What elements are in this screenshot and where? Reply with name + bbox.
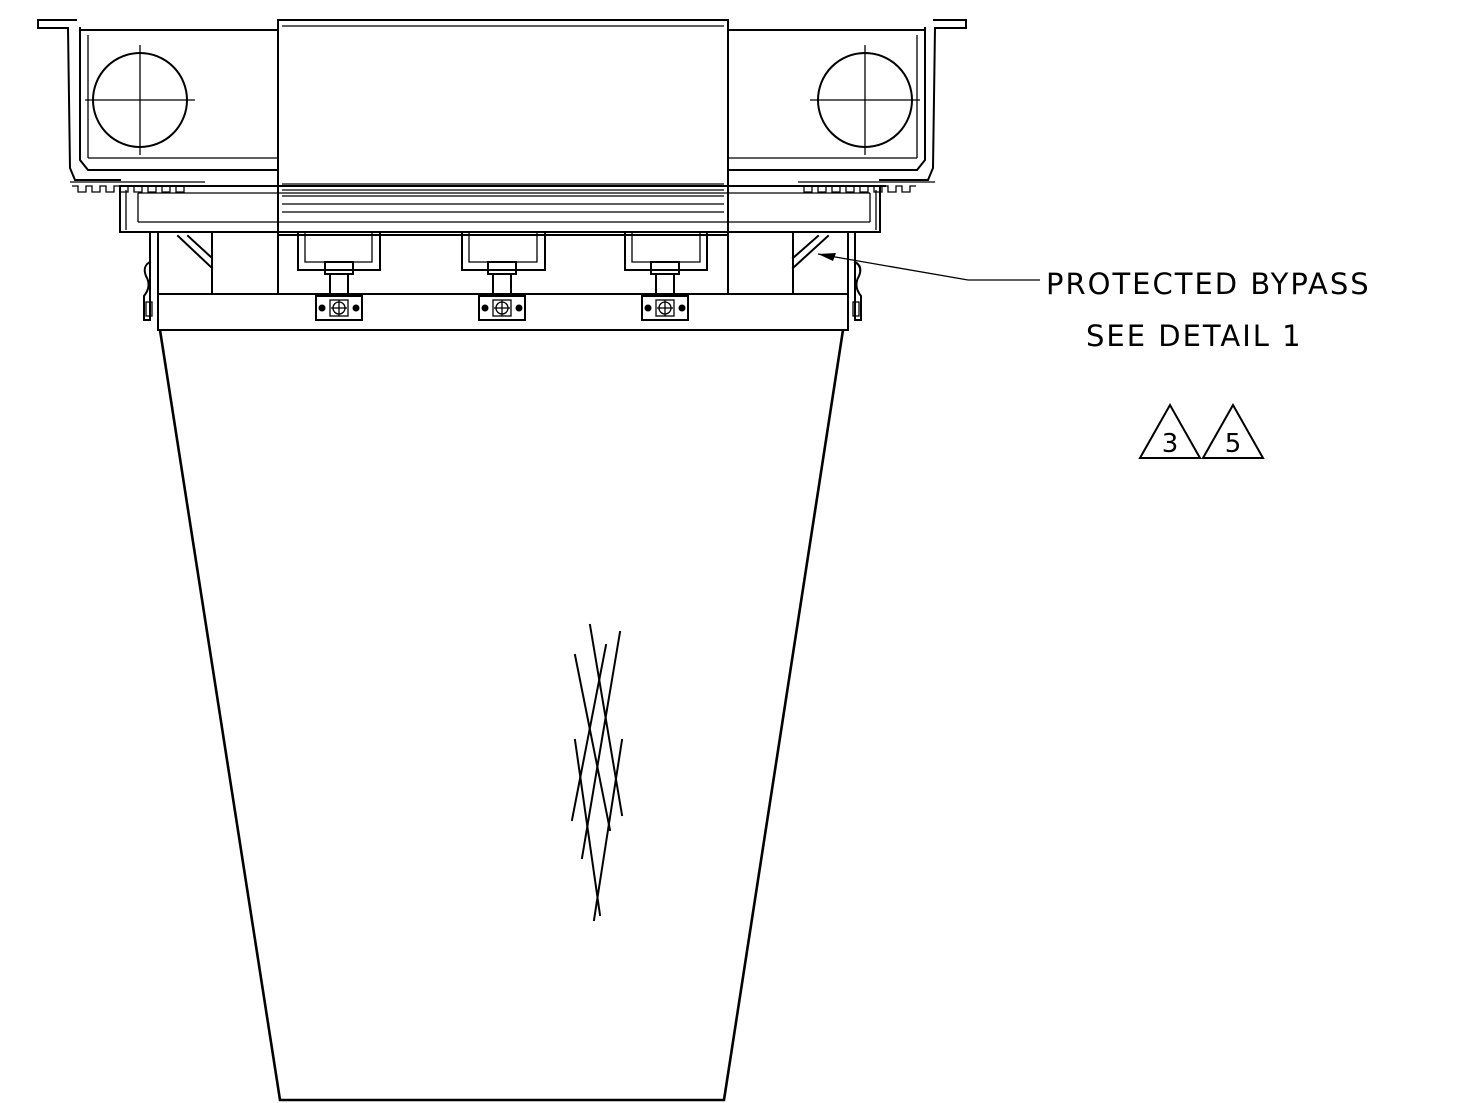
revision-number-1: 3 xyxy=(1162,429,1179,459)
right-port xyxy=(810,45,920,155)
break-symbol xyxy=(570,623,624,922)
mid-plate xyxy=(119,185,886,233)
revision-number-2: 5 xyxy=(1225,429,1242,459)
central-box xyxy=(277,19,729,236)
filter-bag xyxy=(158,329,845,1102)
hanger-2 xyxy=(461,231,546,321)
callout-line-1: PROTECTED BYPASS xyxy=(1046,267,1371,301)
callout-leader xyxy=(817,253,1040,281)
revision-triangle-1: 3 xyxy=(1138,402,1202,459)
hanger-3 xyxy=(624,231,708,321)
callout-line-2: SEE DETAIL 1 xyxy=(1086,319,1303,353)
channel-hangers xyxy=(297,231,708,321)
hanger-1 xyxy=(297,231,381,321)
revision-triangle-2: 5 xyxy=(1201,402,1265,459)
top-housing-frame xyxy=(37,19,967,193)
collar-ring xyxy=(157,293,849,331)
left-port xyxy=(85,45,195,155)
callout-text: PROTECTED BYPASS SEE DETAIL 1 xyxy=(1046,267,1371,353)
revision-markers: 3 5 xyxy=(1138,402,1265,459)
